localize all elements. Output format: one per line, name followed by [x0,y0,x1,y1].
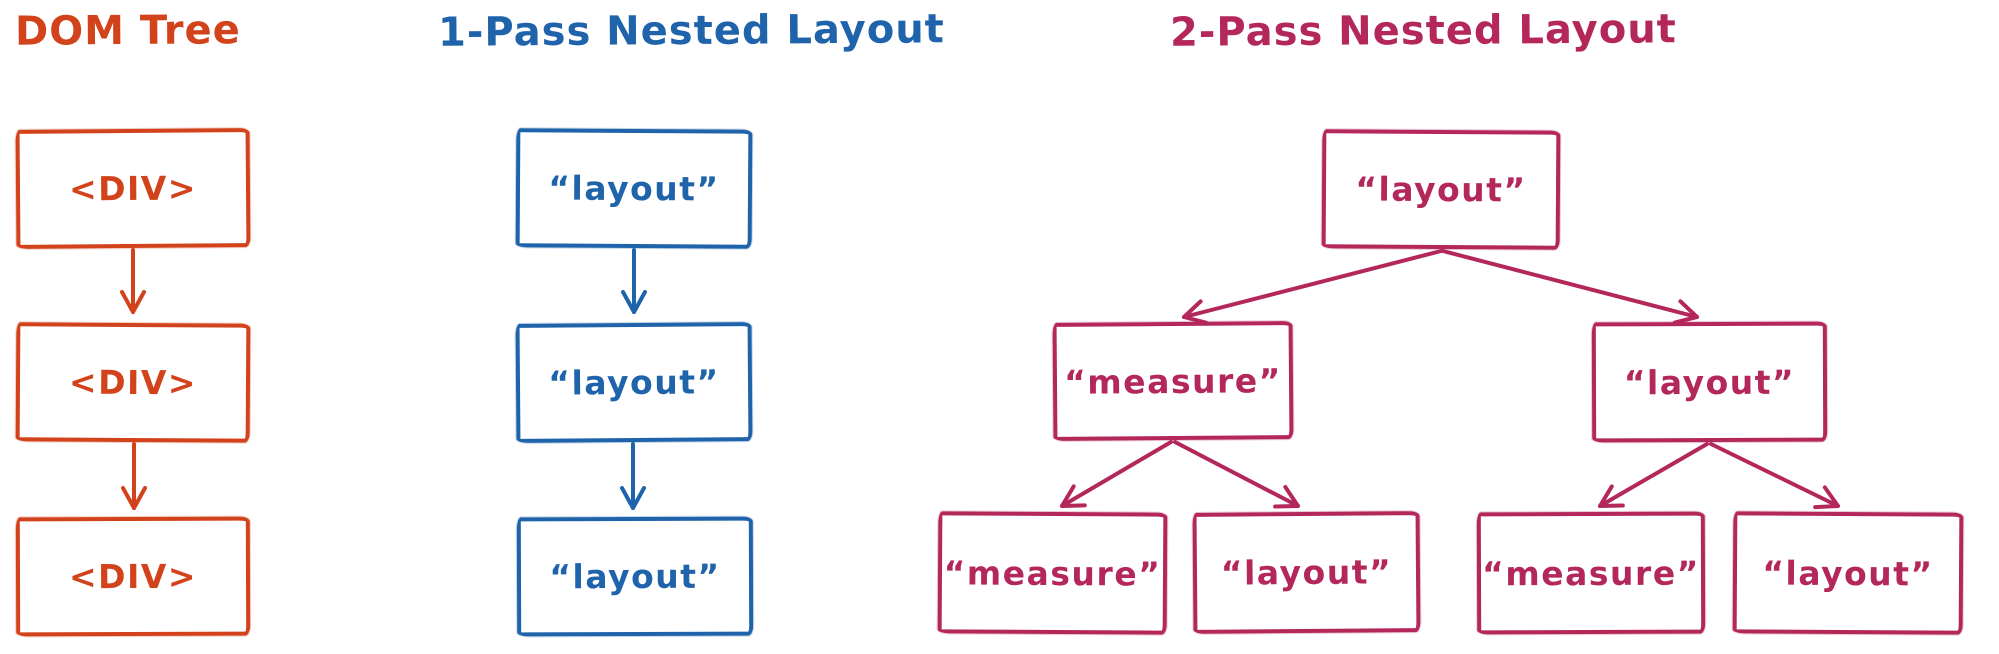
two-pass-level3-box-1-label: “measure” [943,552,1162,594]
two-pass-level2-layout-label: “layout” [1623,362,1796,402]
two-pass-arrow-layout-layout [1709,442,1840,510]
two-pass-arrow-measure-measure [1060,440,1173,508]
two-pass-level2-layout-box: “layout” [1591,321,1828,443]
two-pass-level3-box-3-label: “measure” [1482,553,1700,593]
one-pass-box-1: “layout” [515,128,753,249]
two-pass-arrow-layout-measure [1598,442,1709,508]
one-pass-title: 1-Pass Nested Layout [437,6,945,56]
two-pass-level2-measure-box: “measure” [1052,321,1294,441]
two-pass-arrow-root-layout [1441,249,1699,325]
two-pass-arrow-measure-layout [1173,440,1300,509]
dom-tree-title: DOM Tree [14,7,241,55]
two-pass-level2-measure-label: “measure” [1063,360,1283,402]
two-pass-level3-box-1: “measure” [937,511,1168,635]
two-pass-level3-box-3: “measure” [1476,511,1706,635]
two-pass-level3-box-2: “layout” [1192,511,1421,634]
dom-tree-box-3-label: <DIV> [68,556,198,597]
dom-tree-box-1: <DIV> [15,128,251,249]
two-pass-level3-box-4: “layout” [1732,511,1964,635]
dom-tree-box-3: <DIV> [15,516,251,637]
two-pass-level3-box-2-label: “layout” [1220,552,1393,593]
dom-tree-box-2-label: <DIV> [68,362,198,403]
one-pass-box-3: “layout” [516,516,754,637]
one-pass-box-2-label: “layout” [548,362,720,403]
two-pass-level3-box-4-label: “layout” [1762,552,1934,594]
dom-tree-box-1-label: <DIV> [68,168,198,209]
one-pass-box-2: “layout” [515,322,753,443]
one-pass-box-3-label: “layout” [549,556,721,597]
dom-tree-box-2: <DIV> [15,322,251,443]
two-pass-root-label: “layout” [1355,169,1527,210]
one-pass-box-1-label: “layout” [548,168,720,209]
two-pass-root-box: “layout” [1321,129,1561,250]
two-pass-arrow-root-measure [1182,249,1443,325]
two-pass-title: 2-Pass Nested Layout [1169,6,1677,56]
